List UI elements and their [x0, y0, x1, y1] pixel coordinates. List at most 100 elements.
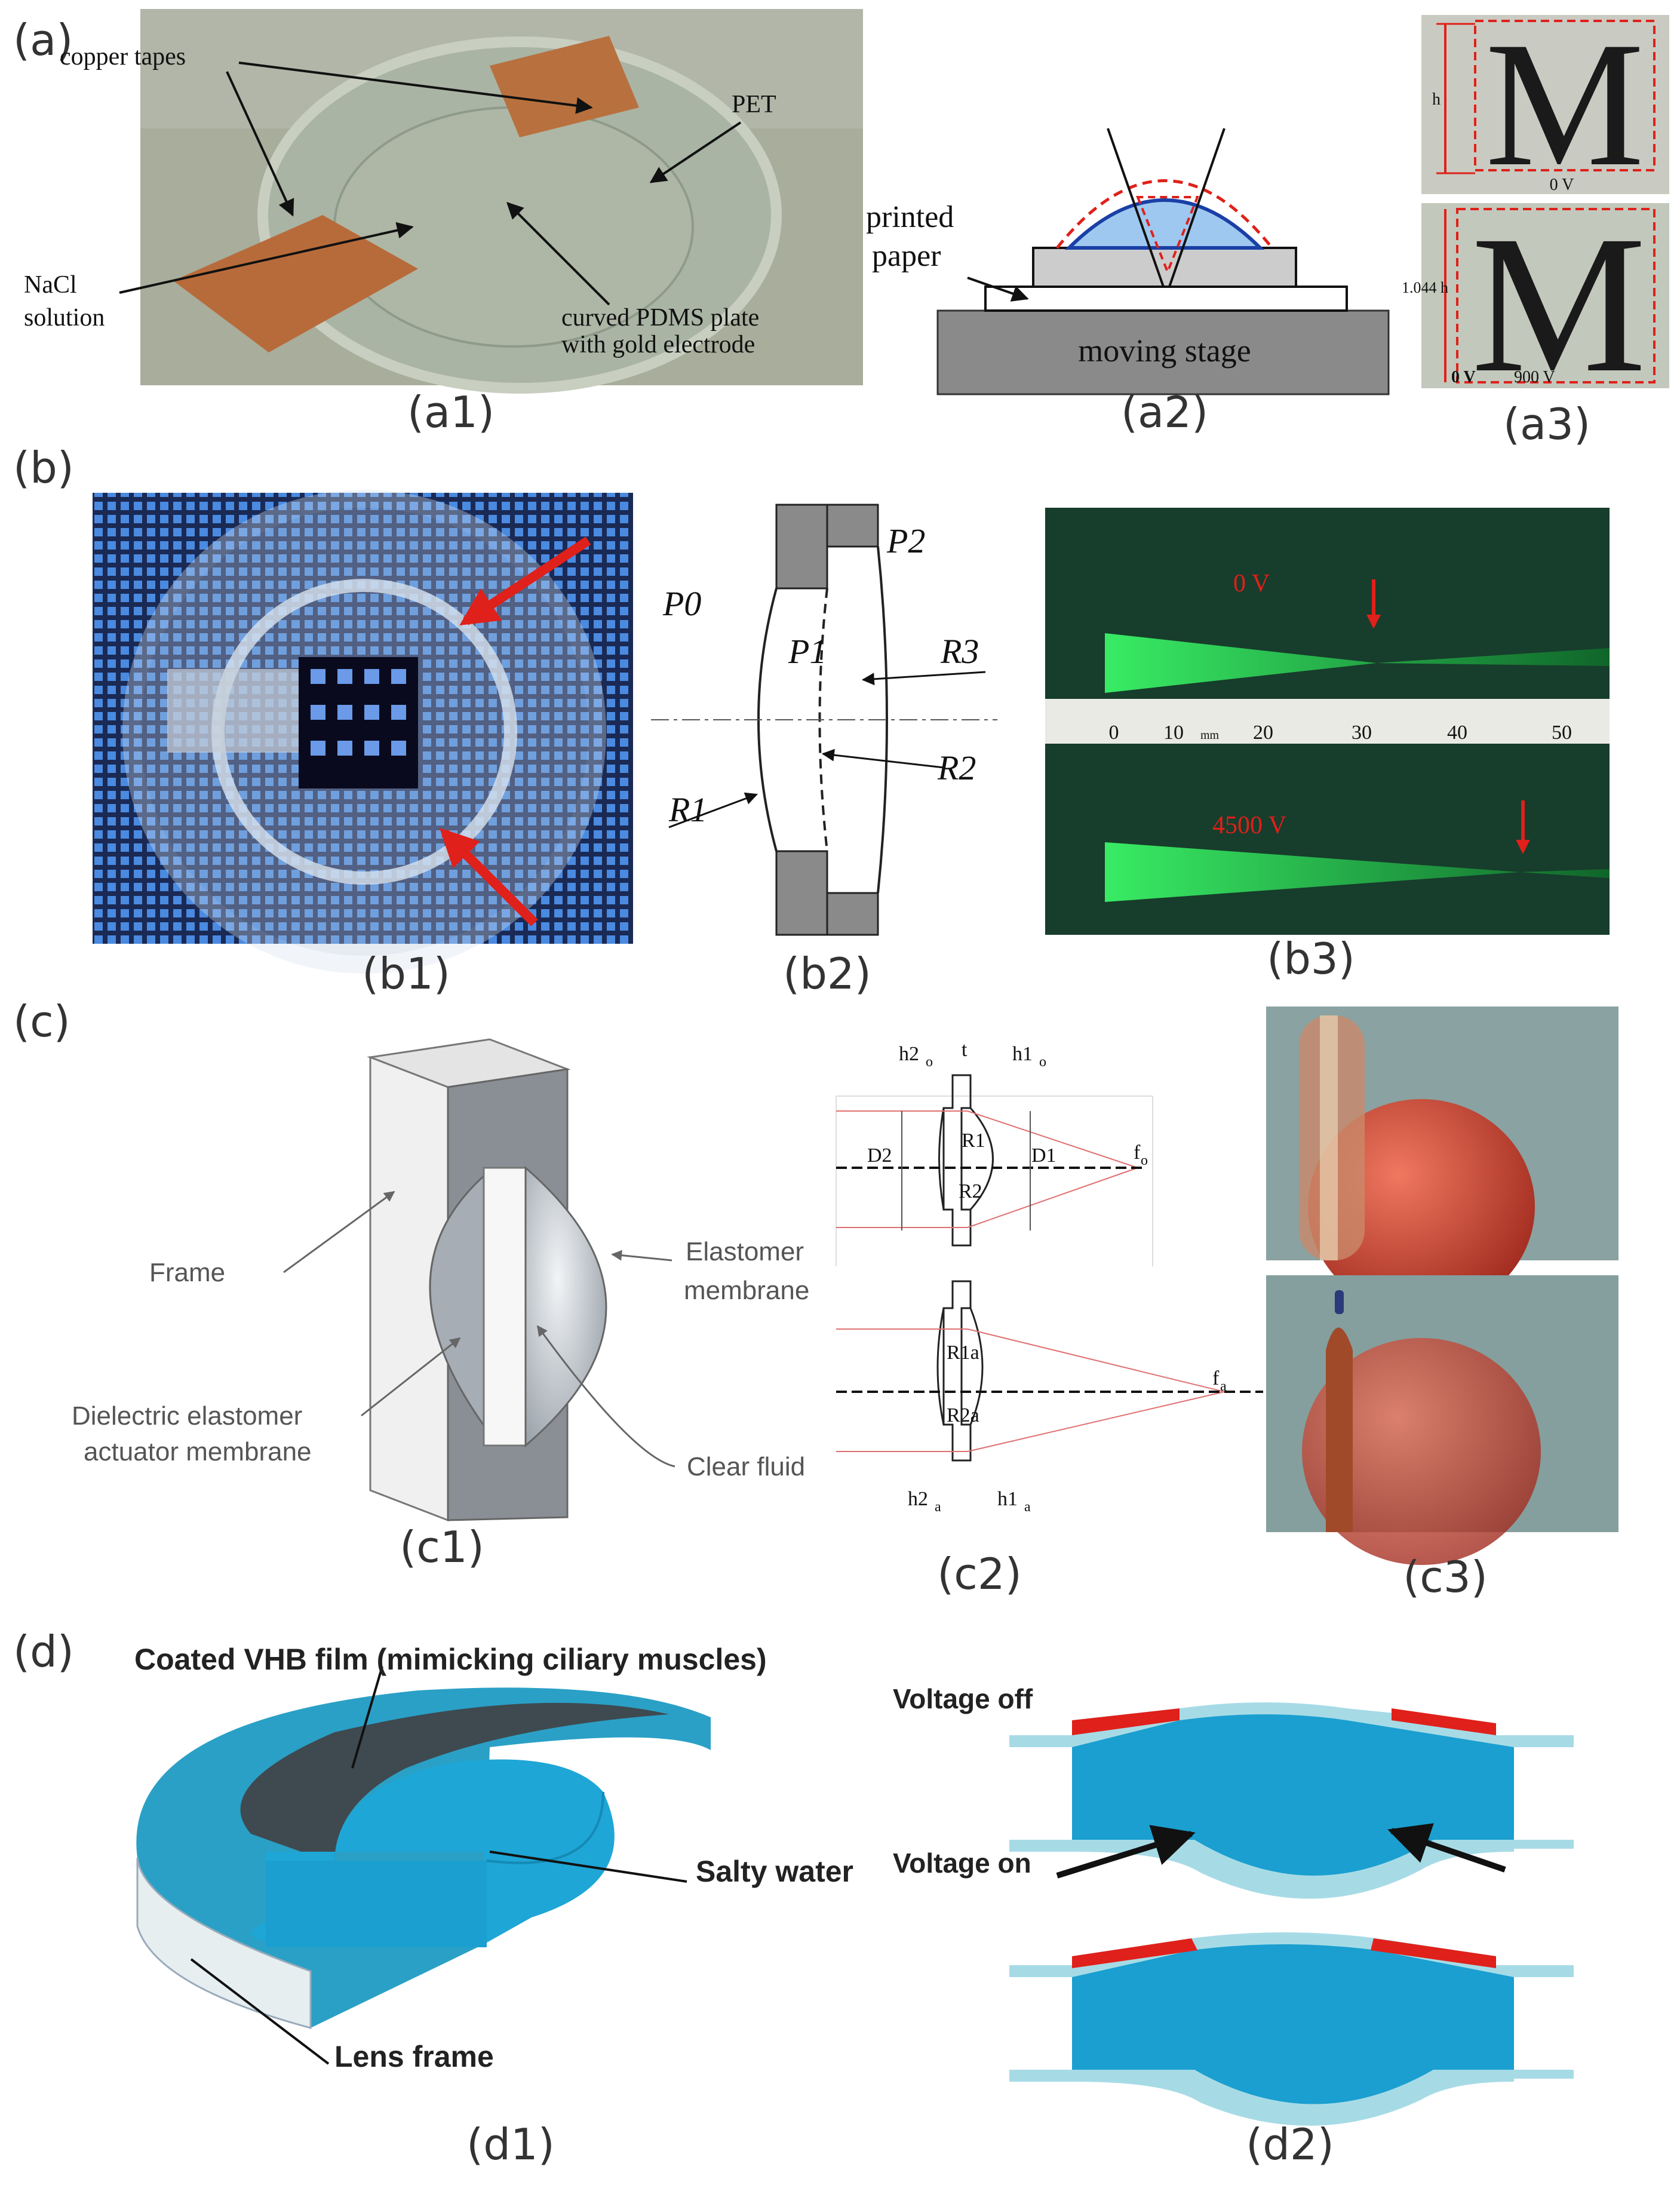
caption-d2: (d2) — [1246, 2119, 1334, 2169]
section-label-d: (d) — [13, 1627, 74, 1677]
caption-a3: (a3) — [1503, 399, 1590, 449]
panel-c2-diagram — [836, 1074, 1263, 1462]
panel-d2-voltage-off — [1009, 1702, 1574, 1899]
label-voltage-off: Voltage off — [893, 1683, 1033, 1714]
label-lens-frame: Lens frame — [334, 2040, 494, 2073]
label-h1a: h1 — [997, 1488, 1018, 1510]
label-pdms: curved PDMS plate — [561, 304, 759, 332]
ruler-tick-10: 10 — [1163, 722, 1184, 744]
panel-c3-photo-bottom — [1266, 1275, 1618, 1565]
label-actuator-membrane: actuator membrane — [84, 1437, 312, 1466]
caption-c1: (c1) — [400, 1522, 484, 1572]
ruler-tick-40: 40 — [1447, 722, 1467, 744]
label-paper: paper — [872, 239, 941, 273]
label-h2a-sub: a — [935, 1499, 941, 1515]
panel-b3-photo — [1045, 508, 1610, 935]
label-fa: f — [1212, 1367, 1220, 1389]
red-arrow-bottom — [439, 827, 538, 926]
label-elastomer: Elastomer — [686, 1237, 804, 1266]
label-membrane: membrane — [684, 1276, 809, 1305]
vhb-film — [240, 1702, 669, 1864]
label-h2a: h2 — [908, 1488, 928, 1510]
label-r2a: R2a — [947, 1404, 979, 1426]
section-label-c: (c) — [13, 996, 70, 1047]
label-4500v-beam: 4500 V — [1212, 812, 1286, 839]
label-printed: printed — [866, 200, 954, 234]
label-h1a-sub: a — [1024, 1499, 1031, 1515]
lens-frame — [136, 1857, 312, 2029]
label-0v-bottom: 0 V — [1451, 368, 1476, 386]
moving-stage — [936, 309, 1390, 395]
label-clear-fluid: Clear fluid — [687, 1452, 805, 1481]
section-label-b: (b) — [13, 443, 74, 493]
label-r3: R3 — [940, 632, 979, 671]
label-fa-sub: a — [1220, 1379, 1227, 1394]
beam-0v — [1105, 633, 1610, 693]
label-nacl: NaCl — [24, 271, 77, 299]
label-900v: 900 V — [1514, 368, 1555, 386]
caption-b1: (b1) — [362, 949, 450, 999]
panel-d2-voltage-on — [1009, 1823, 1574, 2126]
caption-b3: (b3) — [1267, 934, 1355, 984]
label-moving-stage: moving stage — [1078, 333, 1251, 369]
label-t: t — [962, 1039, 968, 1061]
label-r2: R2 — [937, 748, 976, 787]
panel-b1-photo — [93, 490, 633, 974]
ruler-tick-0: 0 — [1109, 722, 1119, 744]
copper-tape-left — [173, 215, 418, 352]
label-h1o-sub: o — [1039, 1054, 1046, 1070]
label-c2-r1: R1 — [962, 1130, 985, 1152]
red-arrow-top — [459, 536, 591, 626]
ruler-tick-30: 30 — [1352, 722, 1372, 744]
panel-a3-photo-top — [1421, 15, 1669, 194]
section-label-a: (a) — [13, 15, 73, 65]
ruler-unit-mm: mm — [1200, 729, 1220, 742]
label-h2o: h2 — [899, 1043, 919, 1065]
label-h: h — [1432, 90, 1441, 109]
label-h2o-sub: o — [926, 1054, 933, 1070]
printed-paper — [984, 286, 1348, 312]
panel-a2-diagram — [936, 128, 1390, 395]
arrow-left-contract — [1056, 1825, 1196, 1879]
label-1044h: 1.044 h — [1402, 279, 1448, 296]
label-dielectric: Dielectric elastomer — [72, 1401, 302, 1431]
label-vhb-film: Coated VHB film (mimicking ciliary muscl… — [134, 1643, 767, 1676]
label-p1: P1 — [788, 632, 827, 671]
label-salty-water: Salty water — [696, 1855, 853, 1888]
panel-c3-photo-top — [1266, 1006, 1618, 1314]
label-voltage-on: Voltage on — [893, 1848, 1031, 1879]
label-h1o: h1 — [1012, 1043, 1033, 1065]
label-r1: R1 — [668, 790, 707, 829]
arrow-right-contract — [1387, 1823, 1506, 1873]
letter-m-bottom: M — [1471, 195, 1646, 413]
label-copper-tapes: copper tapes — [60, 43, 186, 70]
ruler — [1045, 699, 1610, 744]
salty-water — [266, 1861, 487, 1947]
caption-b2: (b2) — [783, 949, 871, 999]
label-r1a: R1a — [947, 1342, 979, 1364]
panel-a1-photo — [140, 9, 863, 394]
liquid-lens — [1064, 198, 1265, 250]
label-d2: D2 — [867, 1144, 892, 1167]
panel-a3-photo-bottom — [1421, 203, 1669, 388]
ruler-tick-20: 20 — [1253, 722, 1273, 744]
letter-m-top: M — [1485, 5, 1645, 203]
label-p0: P0 — [662, 584, 701, 623]
panel-c1-diagram — [283, 1038, 675, 1522]
caption-a2: (a2) — [1121, 387, 1208, 437]
caption-c2: (c2) — [937, 1549, 1022, 1599]
label-frame: Frame — [149, 1258, 225, 1287]
label-solution: solution — [24, 304, 105, 332]
caption-d1: (d1) — [466, 2119, 555, 2169]
label-fo: f — [1134, 1141, 1141, 1164]
label-pet: PET — [732, 91, 776, 118]
label-0v-beam: 0 V — [1233, 570, 1270, 597]
label-p2: P2 — [886, 521, 925, 560]
label-d1: D1 — [1031, 1144, 1056, 1167]
caption-c3: (c3) — [1403, 1552, 1488, 1602]
label-gold-electrode: with gold electrode — [561, 331, 755, 358]
panel-b2-diagram — [651, 504, 997, 936]
caption-a1: (a1) — [407, 387, 495, 437]
label-0v-top: 0 V — [1550, 176, 1574, 194]
